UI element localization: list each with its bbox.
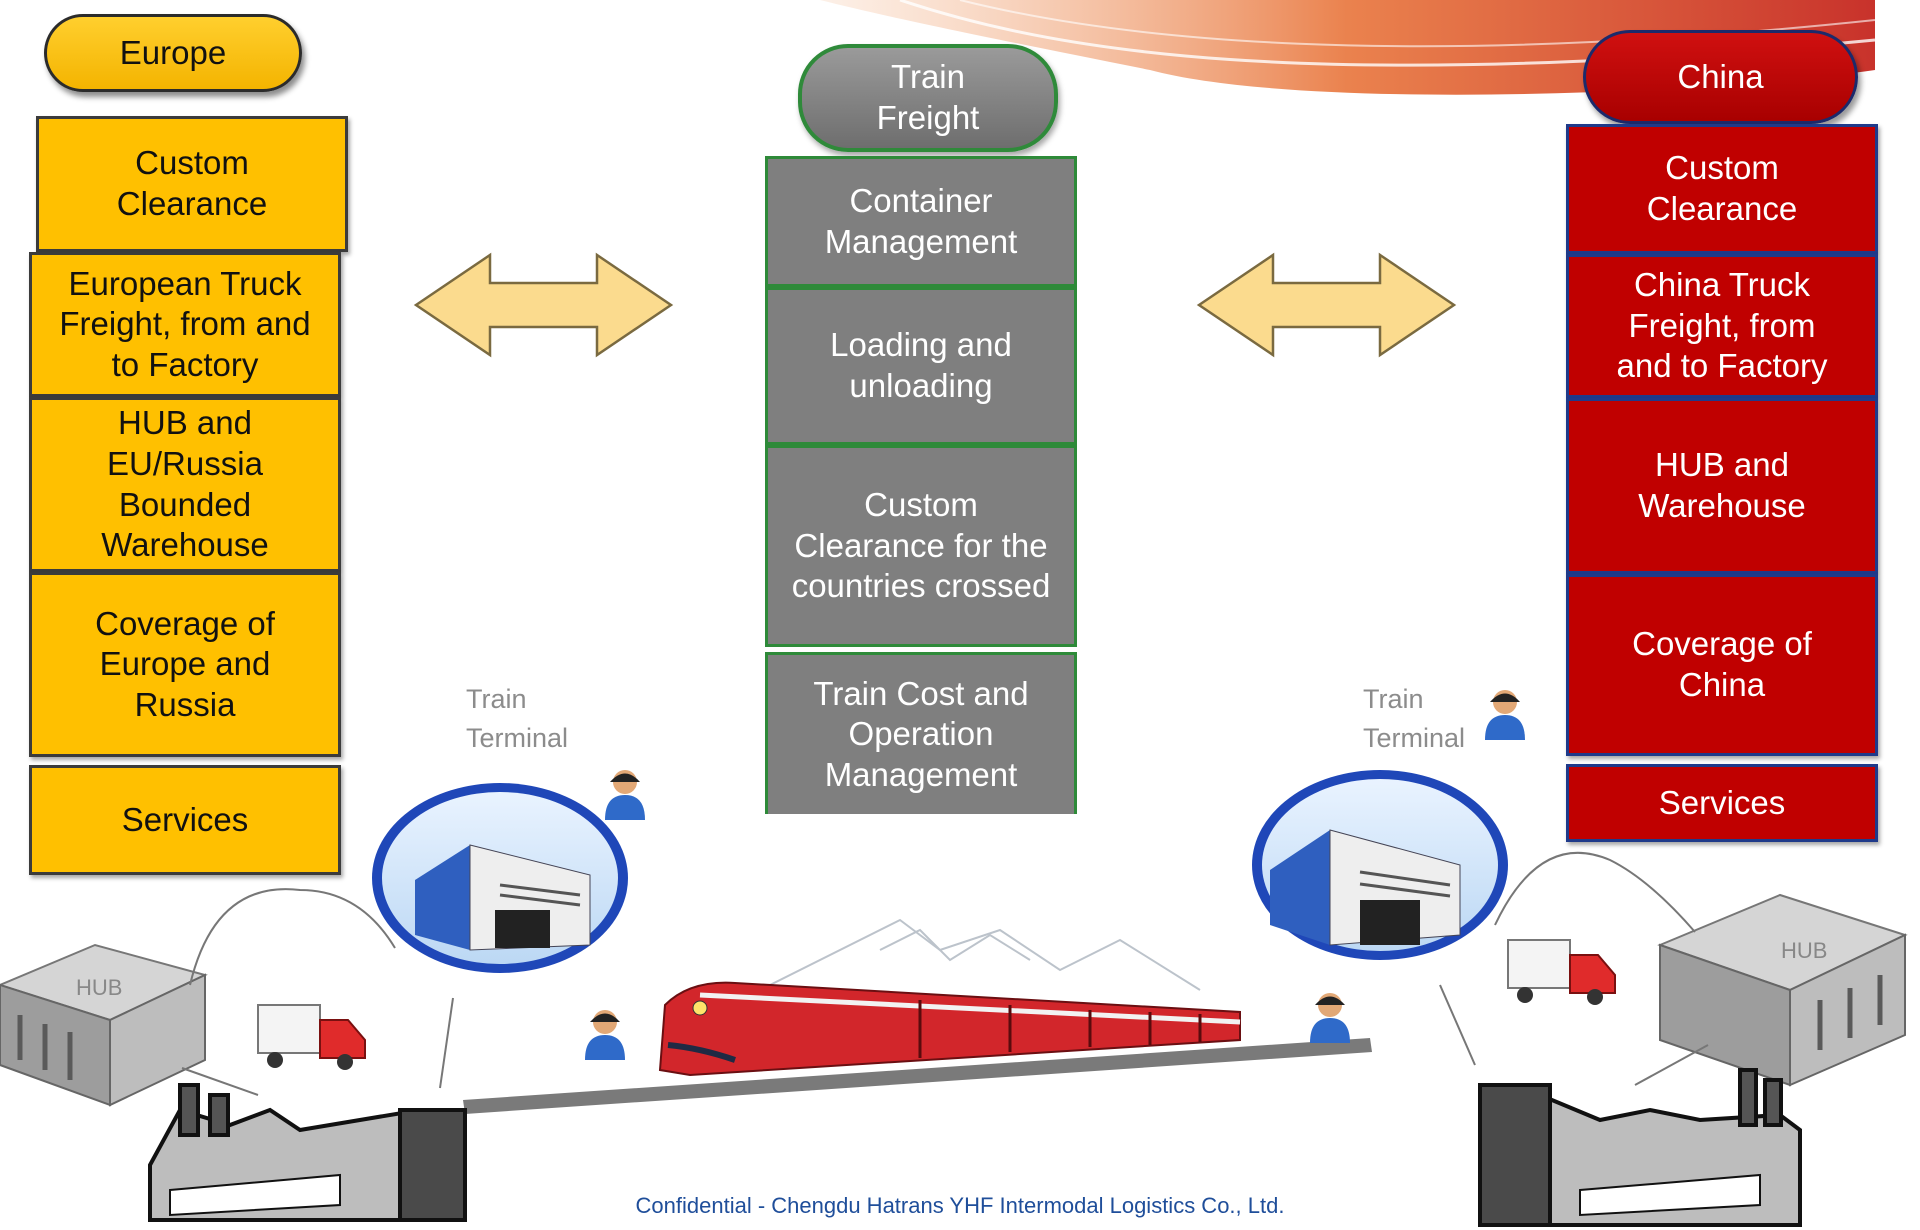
china-item-hub-warehouse: HUB and Warehouse (1566, 398, 1878, 574)
person-icon (585, 1010, 625, 1060)
europe-item-coverage: Coverage of Europe and Russia (29, 572, 341, 757)
train-icon (658, 981, 1241, 1077)
europe-item-services: Services (29, 765, 341, 875)
right-terminal-label: Train Terminal (1363, 684, 1466, 754)
china-header-pill: China (1583, 30, 1858, 124)
train-freight-header-pill: Train Freight (798, 44, 1058, 152)
left-terminal-icon (372, 783, 628, 973)
left-double-arrow (413, 252, 674, 358)
train-item-loading-unloading: Loading and unloading (765, 287, 1077, 445)
person-icon (1485, 690, 1525, 740)
china-item-truck-freight: China Truck Freight, from and to Factory (1566, 254, 1878, 398)
right-terminal-icon (1252, 770, 1508, 960)
europe-item-truck-freight: European Truck Freight, from and to Fact… (29, 252, 341, 397)
rail-track (463, 1038, 1372, 1114)
right-hub-label: HUB (1781, 938, 1828, 963)
europe-item-hub-warehouse: HUB and EU/Russia Bounded Warehouse (29, 397, 341, 572)
europe-item-custom-clearance: Custom Clearance (36, 116, 348, 252)
right-hub-icon (1657, 893, 1908, 1087)
left-truck-icon (257, 1004, 366, 1070)
train-item-custom-clearance-crossed: Custom Clearance for the countries cross… (765, 445, 1077, 647)
left-hub-icon (0, 943, 208, 1107)
right-factory-icon (1478, 1068, 1802, 1227)
footer-confidential: Confidential - Chengdu Hatrans YHF Inter… (635, 1193, 1285, 1218)
china-item-coverage: Coverage of China (1566, 574, 1878, 756)
train-item-container-management: Container Management (765, 156, 1077, 287)
china-item-services: Services (1566, 764, 1878, 842)
china-item-custom-clearance: Custom Clearance (1566, 124, 1878, 254)
person-icon (1310, 993, 1350, 1043)
connector-arrows (181, 851, 1709, 1096)
right-truck-icon (1507, 939, 1616, 1005)
left-terminal-label: Train Terminal (466, 684, 569, 754)
europe-header-pill: Europe (44, 14, 302, 92)
person-icon (605, 770, 645, 820)
train-item-cost-operation: Train Cost and Operation Management (765, 652, 1077, 814)
left-factory-icon (148, 1083, 467, 1222)
mountains-graphic (759, 918, 1201, 991)
left-hub-label: HUB (76, 975, 123, 1000)
right-double-arrow (1196, 252, 1457, 358)
